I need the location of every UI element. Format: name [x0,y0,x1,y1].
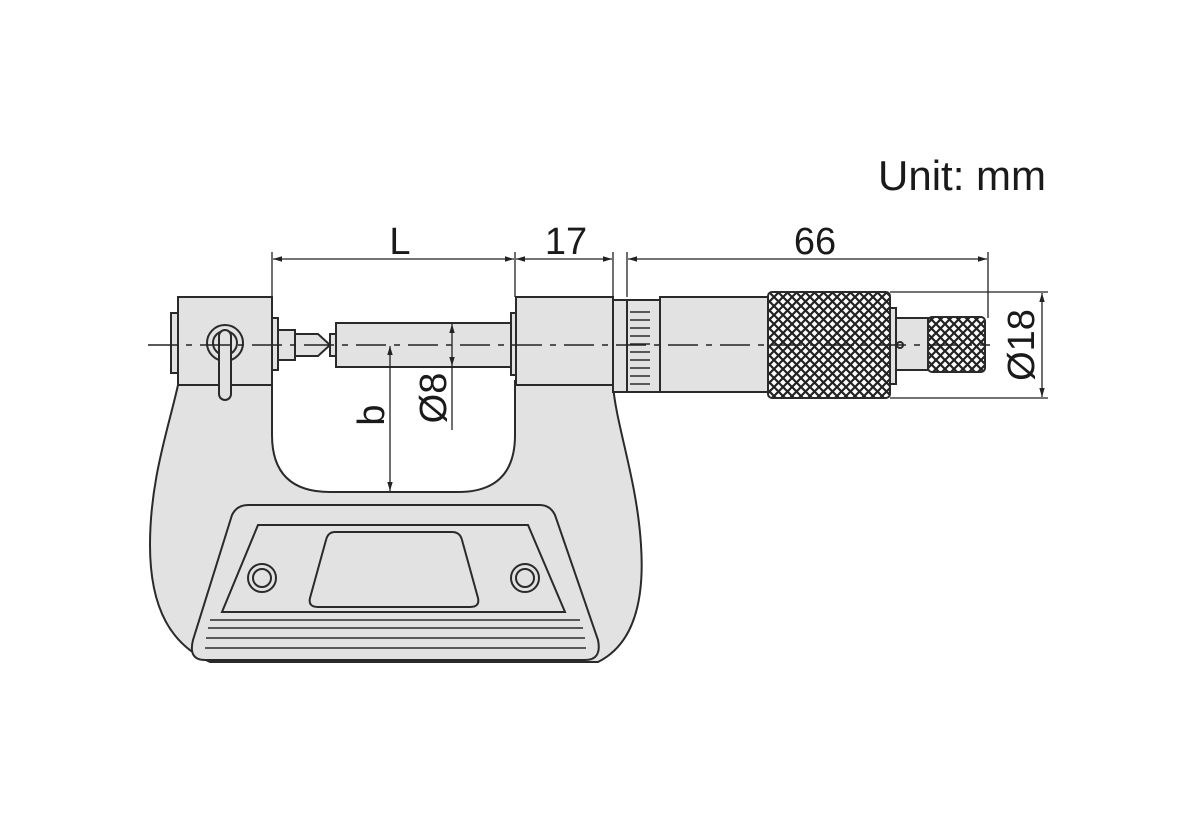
scale-marks [630,311,650,385]
thimble-scale [626,299,661,393]
screw-left [247,563,277,593]
dim-label-d18: Ø18 [1001,309,1043,381]
dim-label-b: b [351,404,393,425]
unit-label: Unit: mm [878,152,1046,199]
dim-label-L: L [389,221,410,263]
dim-label-d8: Ø8 [413,373,455,424]
spindle-block [515,296,614,386]
lock-clamp [206,324,244,401]
dim-label-17: 17 [545,221,587,263]
grip-ridges [205,619,586,649]
screw-right [510,563,540,593]
frame-throat [271,380,516,493]
name-window [308,531,480,608]
dim-label-66: 66 [794,221,836,263]
